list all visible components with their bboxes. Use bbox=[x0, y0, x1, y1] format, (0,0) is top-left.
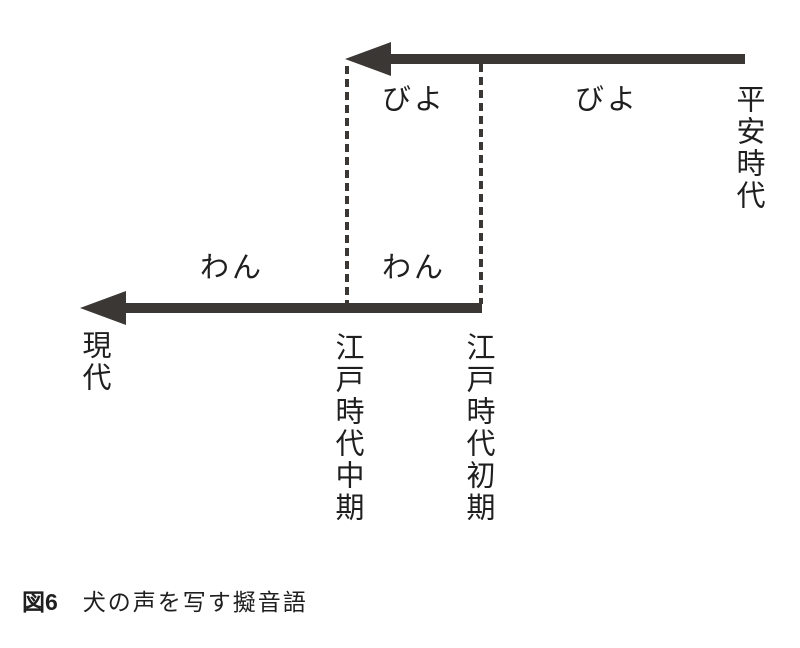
era-label-heian: 平安時代 bbox=[732, 84, 764, 212]
figure-caption: 図6 犬の声を写す擬音語 bbox=[22, 588, 308, 618]
period-label-mid-edo: 江戸時代中期 bbox=[331, 332, 363, 524]
top-timeline-shaft bbox=[388, 54, 745, 64]
label-biyo-mid-segment: びよ bbox=[381, 84, 447, 116]
label-biyo-heian-segment: びよ bbox=[574, 84, 640, 116]
label-wan-edo-segment: わん bbox=[381, 252, 447, 284]
bottom-timeline-left-arrowhead-icon bbox=[80, 291, 126, 325]
figure-number: 図6 bbox=[22, 589, 58, 615]
divider-mid-edo-line bbox=[345, 66, 349, 306]
figure-title: 犬の声を写す擬音語 bbox=[82, 590, 308, 615]
divider-early-edo-line bbox=[479, 64, 483, 304]
label-wan-modern-segment: わん bbox=[199, 252, 265, 284]
era-label-modern: 現代 bbox=[78, 330, 110, 394]
period-label-early-edo: 江戸時代初期 bbox=[462, 332, 494, 524]
bottom-timeline-shaft bbox=[122, 303, 482, 313]
top-timeline-left-arrowhead-icon bbox=[345, 42, 391, 76]
